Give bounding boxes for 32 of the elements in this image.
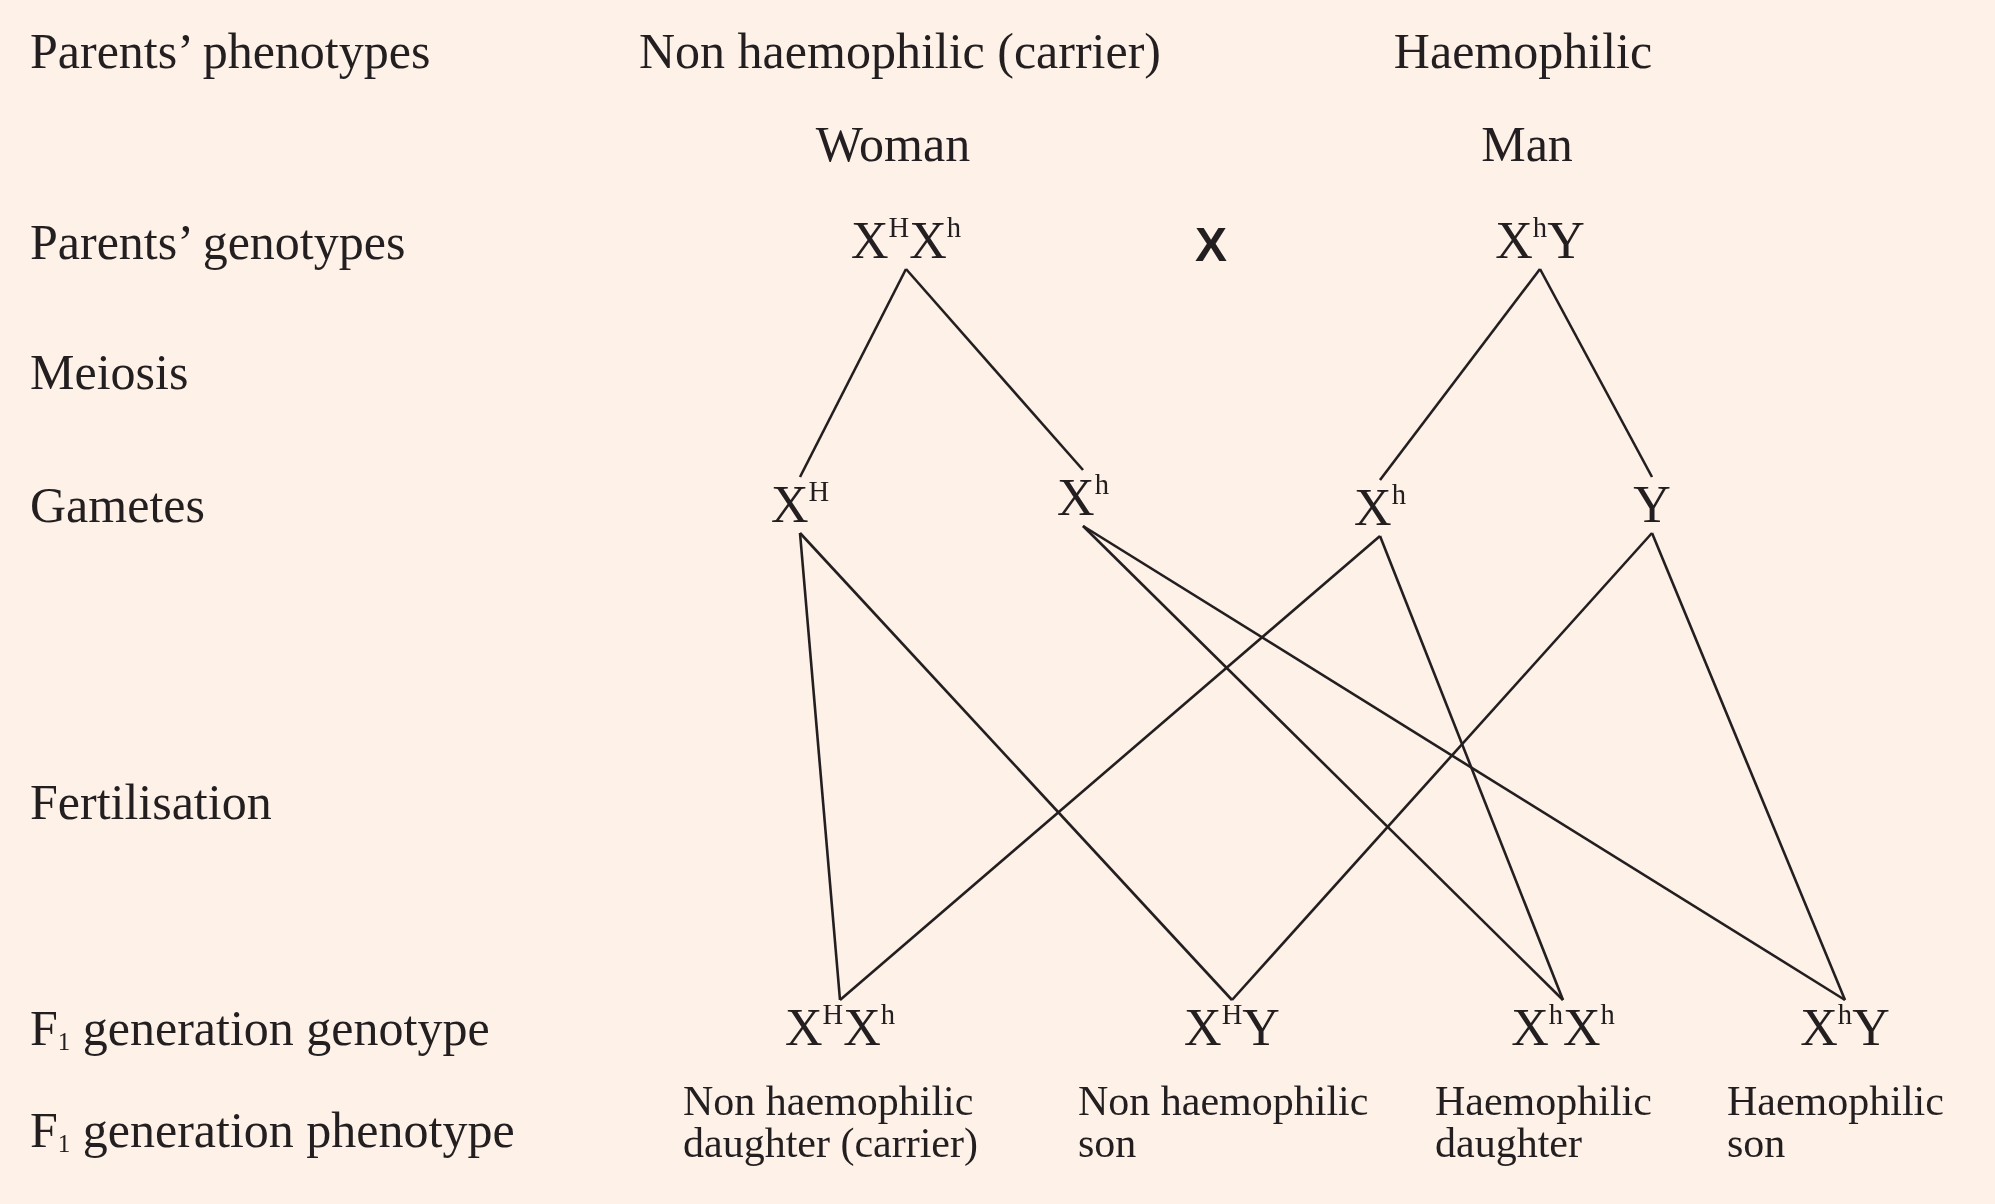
- cross-line: [799, 532, 1233, 1001]
- cross-line: [1082, 524, 1846, 1002]
- cross-symbol: X: [1195, 221, 1227, 269]
- genotype-label: X$^{H}$X$^{h}$: [850, 213, 962, 269]
- row-label: Woman: [815, 119, 971, 169]
- cross-line: [798, 532, 842, 1001]
- cross-line: [1378, 535, 1565, 1001]
- phenotype-label: Non haemophilic son: [1078, 1080, 1370, 1164]
- cross-line: [839, 535, 1381, 1001]
- genotype-label: X$^{H}$Y: [1184, 1000, 1280, 1056]
- genotype-label: X$^{H}$X$^{h}$: [784, 1000, 896, 1056]
- genotype-label: X$^{h}$: [1354, 480, 1406, 536]
- genotype-label: X$^{h}$Y: [1495, 213, 1585, 269]
- genotype-label: X$^{h}$Y: [1800, 1000, 1890, 1056]
- row-label: Gametes: [30, 480, 205, 530]
- phenotype-label: Non haemophilic daughter (carrier): [683, 1080, 979, 1164]
- cross-line: [1650, 532, 1847, 1001]
- row-label: Meiosis: [30, 347, 189, 397]
- cross-line: [798, 268, 908, 478]
- genotype-label: Y: [1633, 477, 1671, 533]
- cross-line: [1538, 268, 1654, 478]
- phenotype-label: Haemophilic son: [1727, 1080, 1945, 1164]
- genotype-label: X$^{h}$X$^{h}$: [1511, 1000, 1615, 1056]
- cross-line: [905, 268, 1084, 471]
- row-label: Man: [1481, 119, 1573, 169]
- phenotype-label: Haemophilic daughter: [1435, 1080, 1653, 1164]
- genotype-label: X$^{h}$: [1057, 470, 1109, 526]
- cross-line: [1231, 532, 1653, 1001]
- cross-line: [1378, 268, 1542, 481]
- cross-line: [1082, 525, 1564, 1001]
- genotype-label: X$^{H}$: [770, 477, 830, 533]
- row-label: Fertilisation: [30, 777, 272, 827]
